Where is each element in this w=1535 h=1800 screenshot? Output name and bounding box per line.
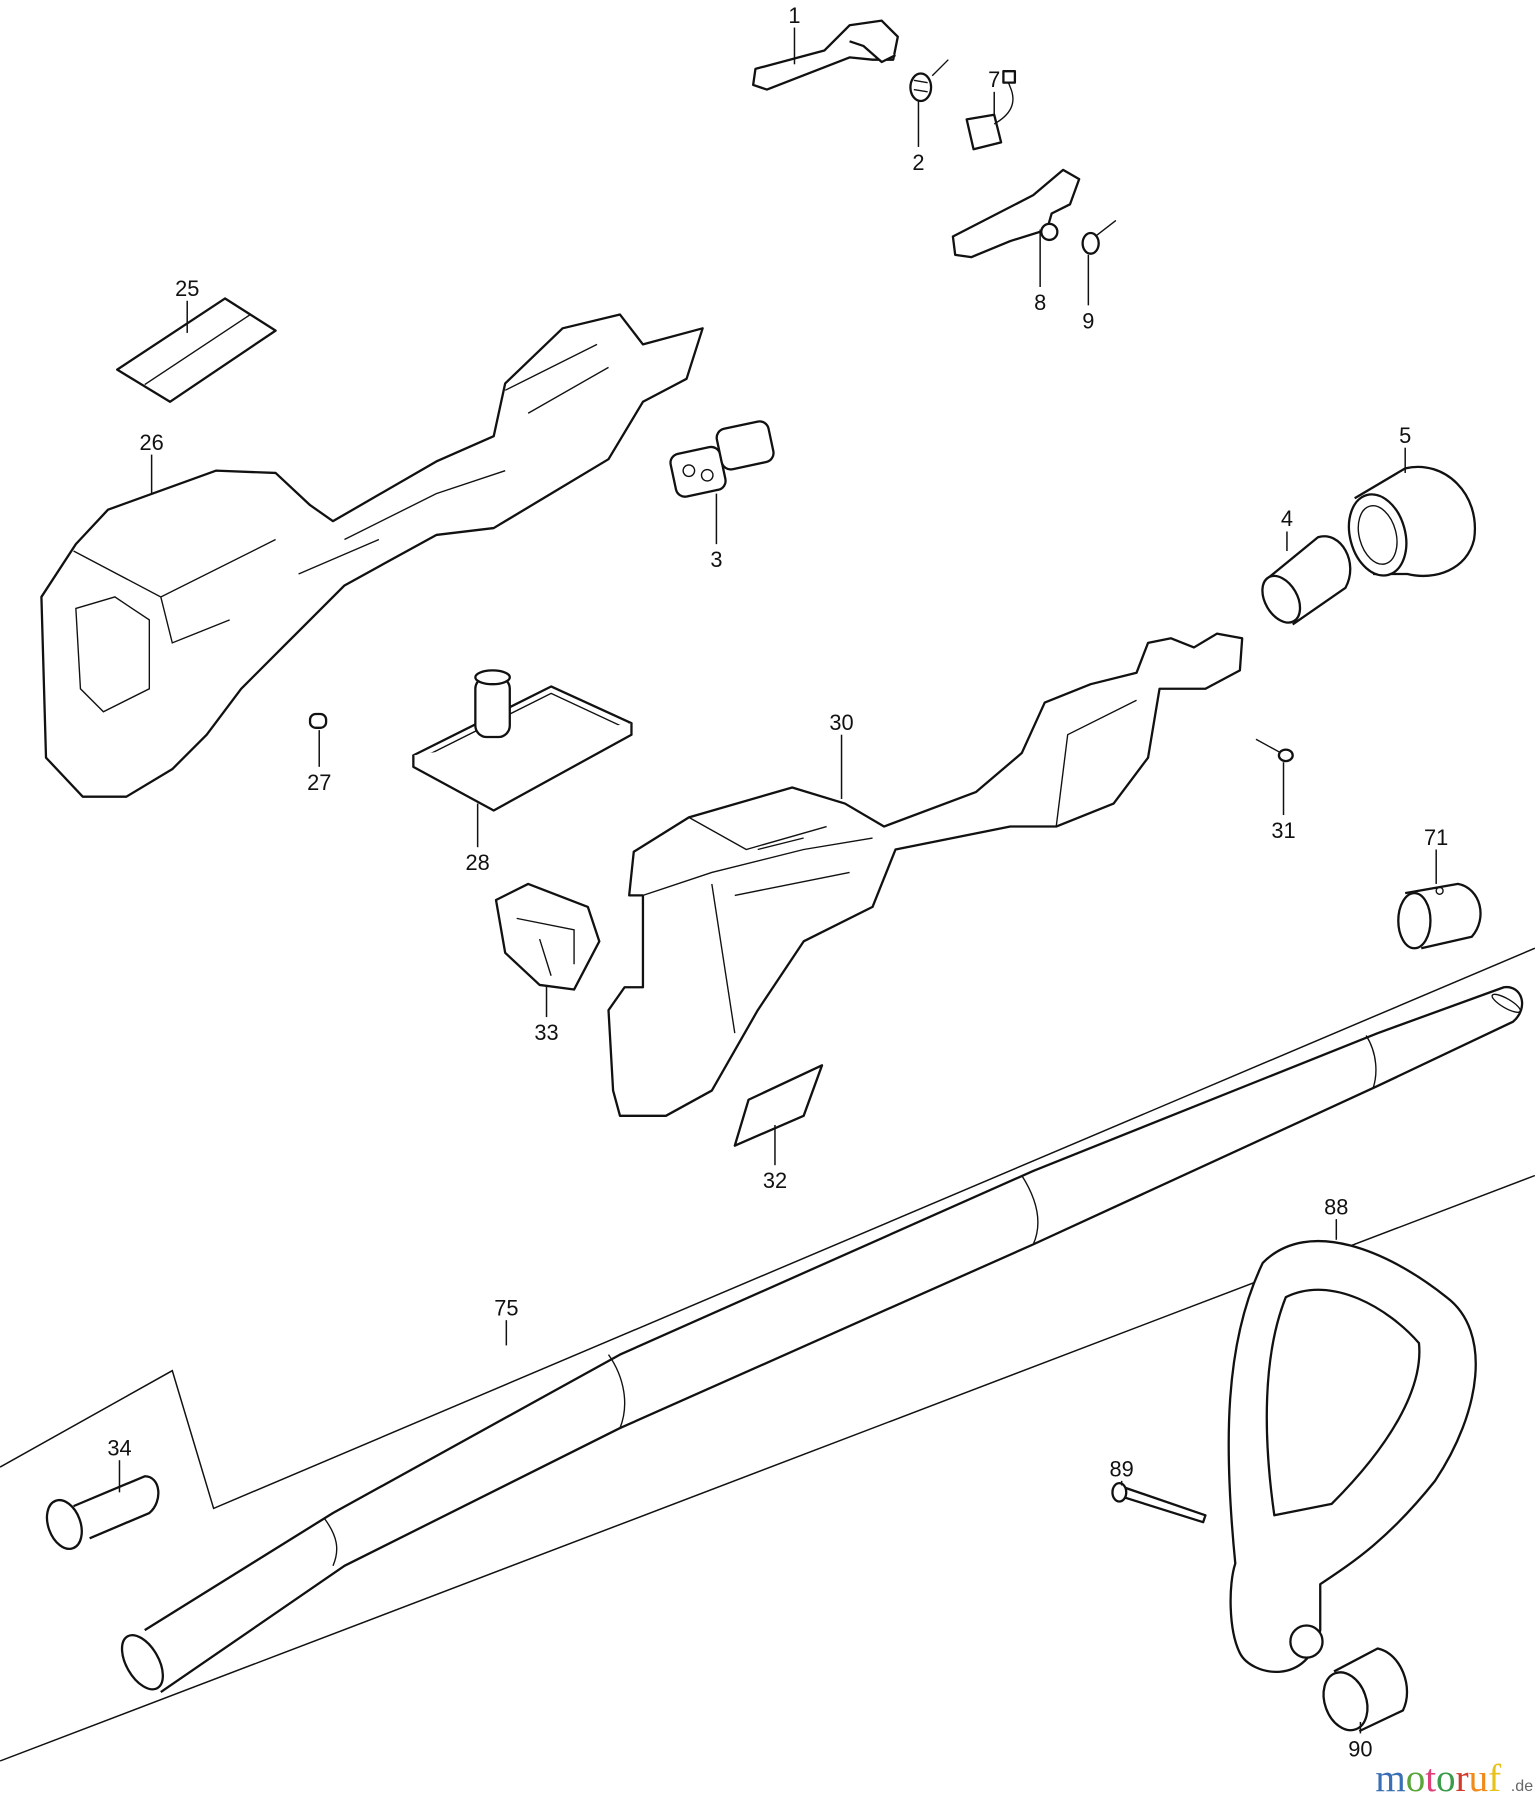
part-2-spring[interactable] [909, 59, 949, 103]
part-number-30: 30 [829, 710, 853, 735]
part-number-26: 26 [139, 430, 163, 455]
part-9-spring[interactable] [1081, 219, 1117, 255]
watermark-letter: m [1375, 1757, 1405, 1800]
part-number-27: 27 [307, 770, 331, 795]
watermark-letter: o [1406, 1757, 1426, 1800]
part-number-3: 3 [710, 547, 722, 572]
watermark-letter: f [1488, 1757, 1501, 1800]
part-4-sleeve[interactable] [1255, 535, 1352, 629]
part-number-5: 5 [1399, 423, 1411, 448]
part-89-bolt[interactable] [1111, 1482, 1207, 1524]
part-number-90: 90 [1348, 1736, 1372, 1761]
part-number-75: 75 [494, 1296, 518, 1321]
section-outline [0, 947, 1535, 1510]
part-5-knob[interactable] [1340, 465, 1477, 582]
part-number-88: 88 [1324, 1195, 1348, 1220]
part-75-shaft[interactable] [114, 986, 1524, 1696]
part-28-controller-board[interactable] [412, 669, 633, 812]
part-number-2: 2 [912, 150, 924, 175]
part-34-end-plug[interactable] [41, 1475, 160, 1553]
part-number-89: 89 [1110, 1456, 1134, 1481]
part-number-34: 34 [107, 1436, 131, 1461]
part-8-lock-lever[interactable] [951, 168, 1081, 259]
part-71-clamp[interactable] [1397, 882, 1482, 950]
part-3-button-cover[interactable] [669, 420, 775, 499]
part-number-71: 71 [1424, 825, 1448, 850]
part-number-1: 1 [788, 3, 800, 28]
part-90-nut[interactable] [1316, 1647, 1409, 1736]
part-1-trigger-lever[interactable] [752, 19, 899, 326]
part-number-9: 9 [1082, 308, 1094, 333]
part-number-28: 28 [466, 850, 490, 875]
part-25-label-sticker[interactable] [116, 297, 277, 403]
part-33-battery-terminal[interactable] [494, 882, 601, 991]
part-number-4: 4 [1281, 506, 1293, 531]
part-27-pin[interactable] [308, 712, 328, 729]
watermark-letter: r [1456, 1757, 1469, 1800]
part-number-8: 8 [1034, 290, 1046, 315]
part-number-32: 32 [763, 1168, 787, 1193]
part-30-housing-right[interactable] [607, 632, 1244, 1117]
motoruf-watermark-logo: motoruf .de [1375, 1757, 1533, 1800]
part-number-33: 33 [534, 1020, 558, 1045]
svg-text:motoruf: motoruf [1375, 1757, 1501, 1800]
part-32-label[interactable] [733, 1064, 824, 1147]
part-number-25: 25 [175, 276, 199, 301]
watermark-letter: o [1436, 1757, 1456, 1800]
part-number-31: 31 [1271, 818, 1295, 843]
watermark-letter: u [1469, 1757, 1489, 1800]
part-7-switch[interactable] [965, 70, 1017, 151]
part-88-loop-handle[interactable] [1227, 1239, 1477, 1673]
watermark-letter: t [1425, 1757, 1436, 1800]
leader-lines [118, 27, 1437, 1734]
part-number-7: 7 [988, 67, 1000, 92]
svg-text:.de: .de [1511, 1777, 1533, 1795]
part-31-screw[interactable] [1255, 738, 1294, 763]
part-26-housing-left[interactable] [40, 313, 704, 798]
